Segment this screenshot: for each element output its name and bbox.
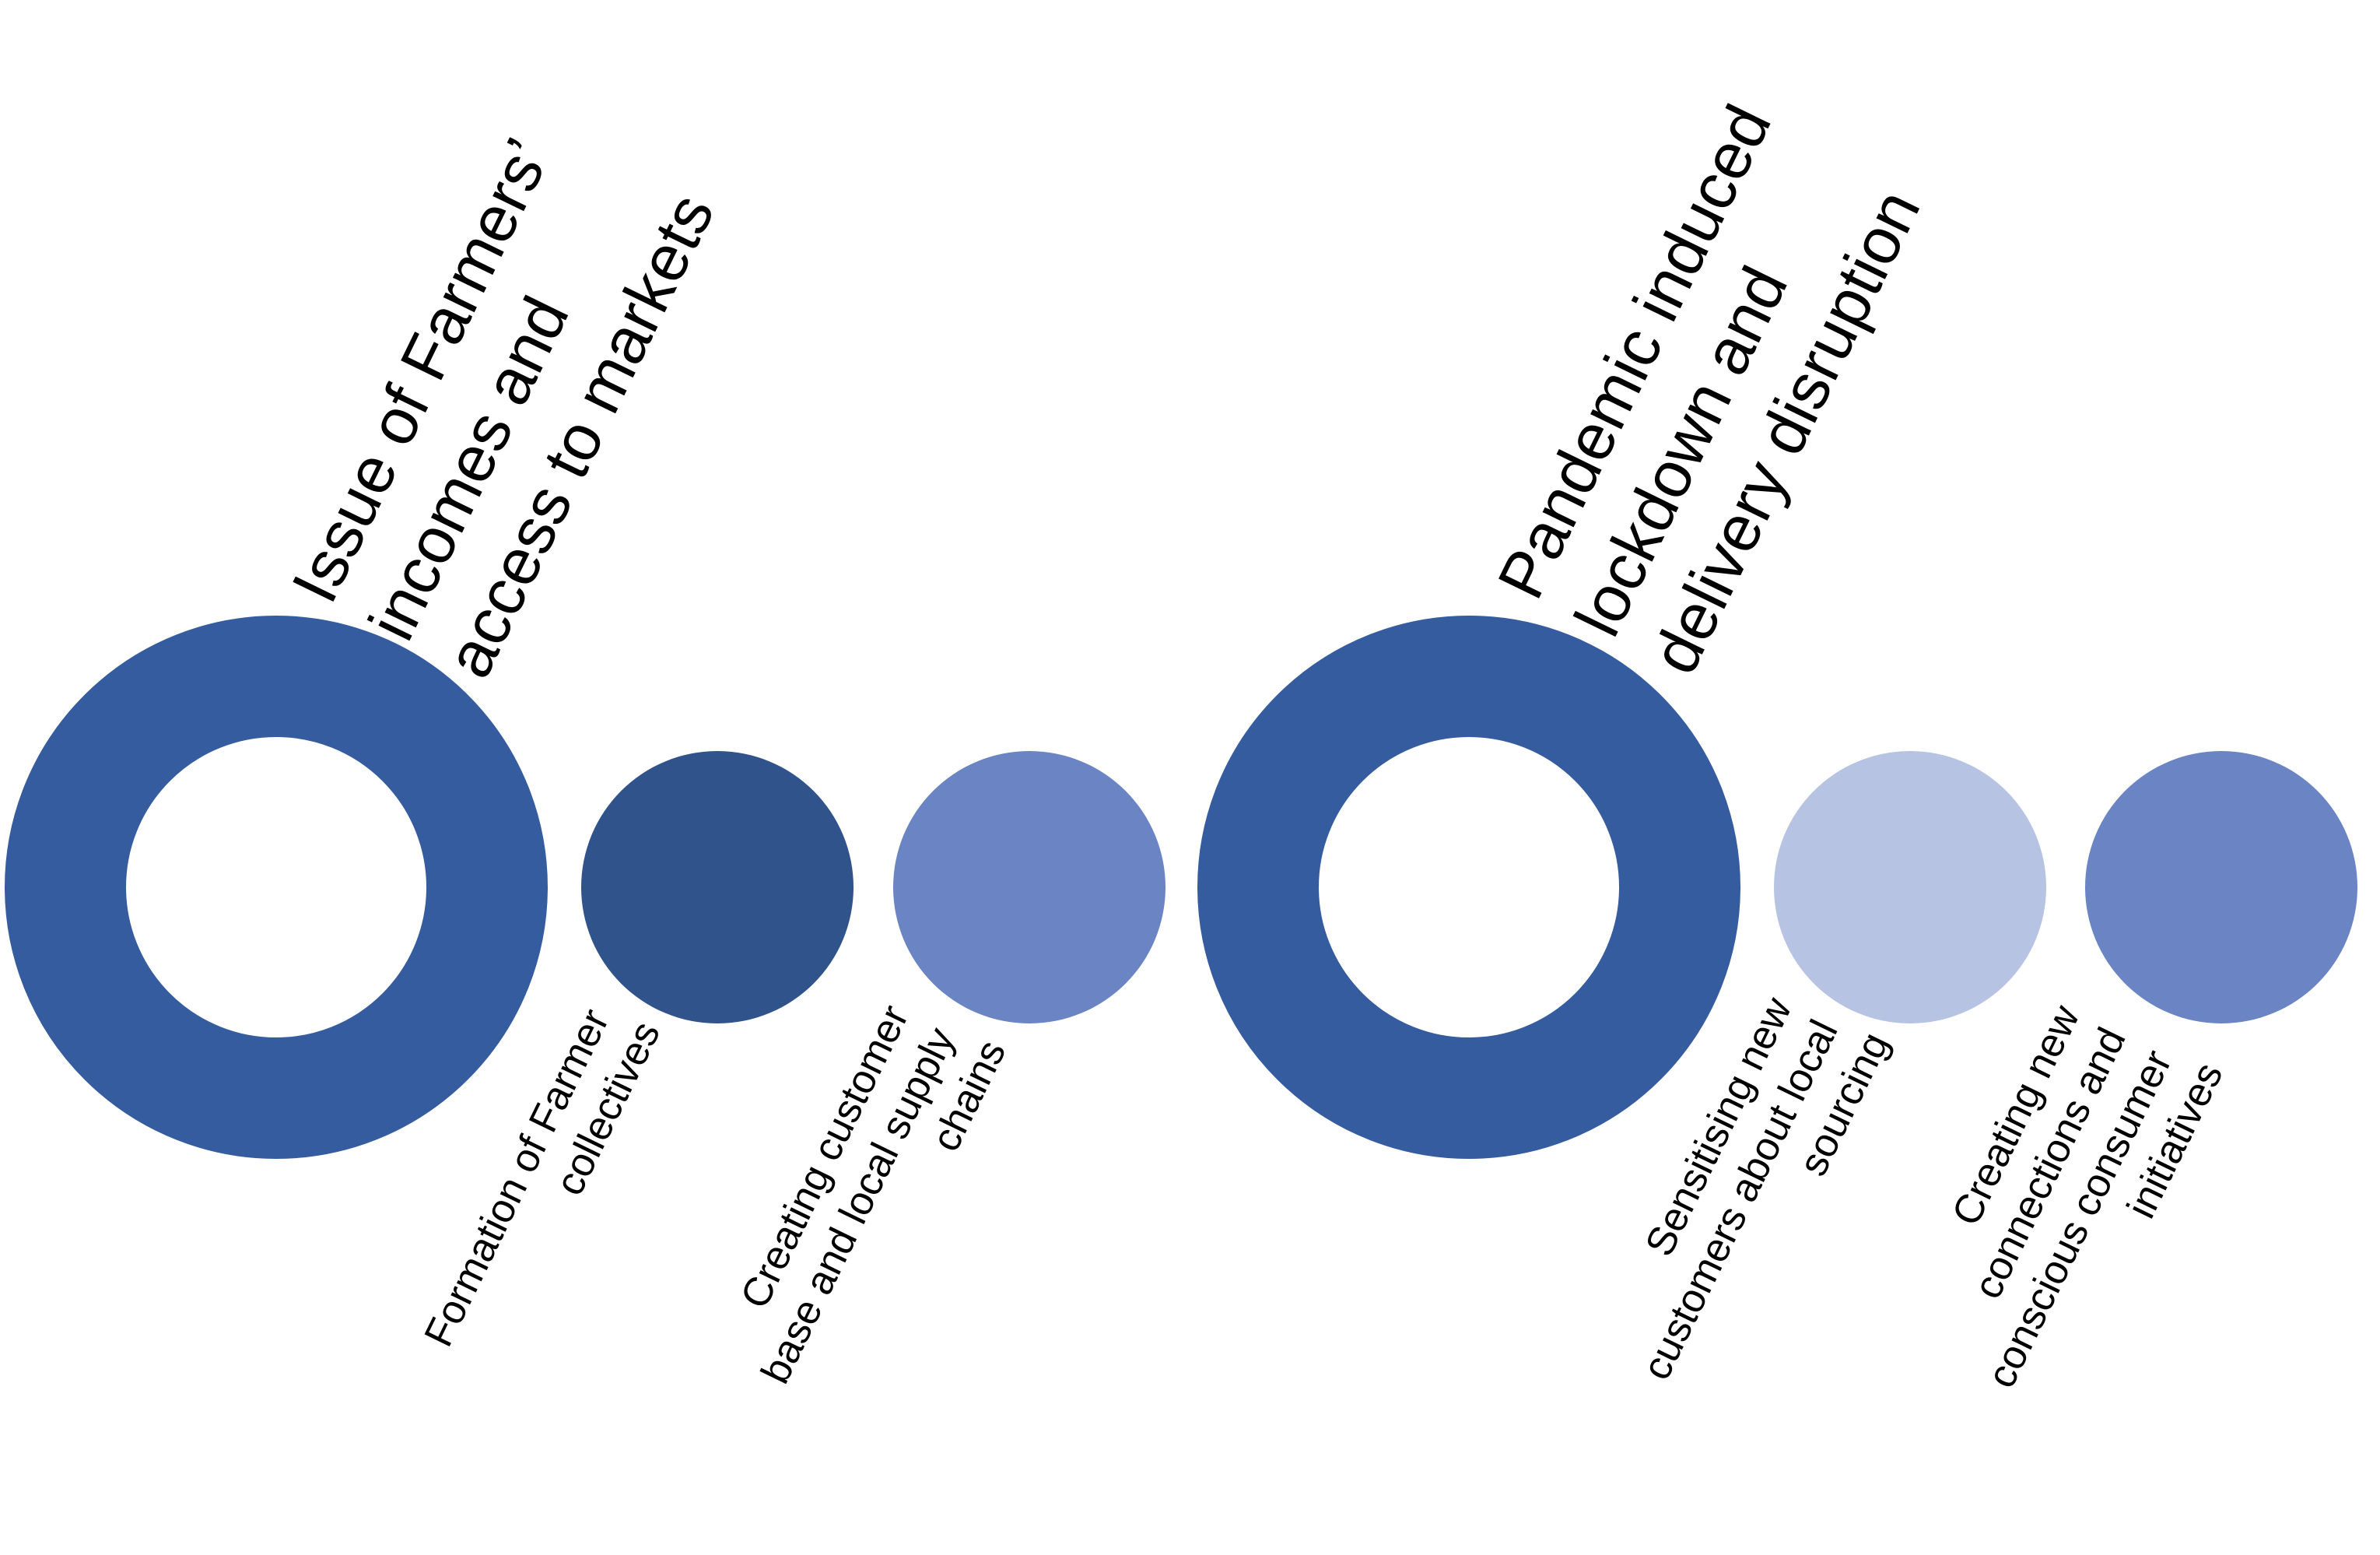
step-label-creating-new-connections: Creating new connections and conscious c… xyxy=(1887,988,2232,1417)
heading-pandemic-lockdown: Pandemic induced lockdown and delivery d… xyxy=(1484,78,1947,685)
step-label-creating-customer-base: Creating customer base and local supply … xyxy=(706,988,1015,1413)
step-circle-sensitising-new-customers xyxy=(1774,751,2046,1023)
step-circle-creating-customer-base xyxy=(893,751,1165,1023)
group-farmers-incomes: Issue of Farmers’ incomes and access to … xyxy=(5,107,1165,1413)
ring-pandemic-lockdown xyxy=(1197,616,1740,1159)
ring-farmers-incomes xyxy=(5,616,548,1159)
step-circle-formation-of-farmer-collectives xyxy=(581,751,854,1023)
heading-farmers-incomes: Issue of Farmers’ incomes and access to … xyxy=(278,107,728,688)
step-circle-creating-new-connections xyxy=(2085,751,2357,1023)
group-pandemic-lockdown: Pandemic induced lockdown and delivery d… xyxy=(1197,78,2357,1417)
